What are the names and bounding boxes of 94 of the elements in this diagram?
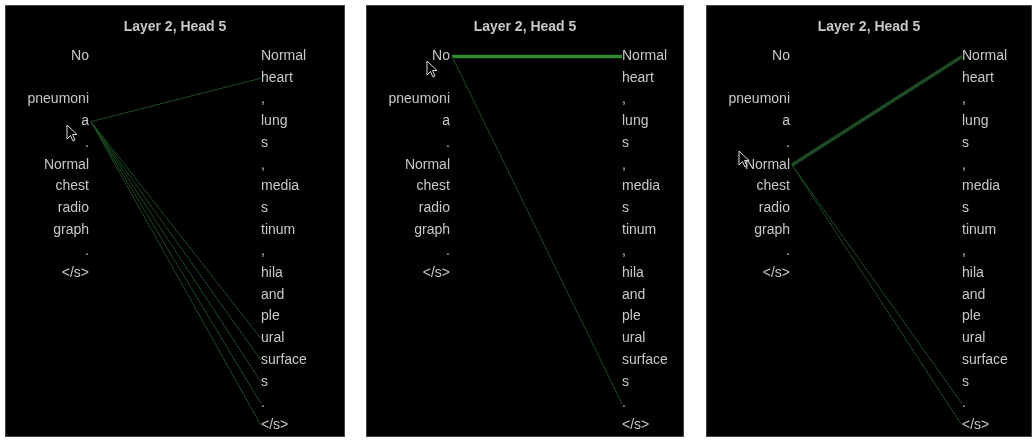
token-label: hila [261, 264, 283, 281]
token-label: </s> [61, 264, 89, 281]
token-label: , [261, 155, 265, 173]
token-label: </s> [261, 415, 289, 433]
token-label: . [261, 394, 265, 412]
token-label: s [261, 133, 268, 151]
token-label: . [85, 133, 89, 151]
token-label: radio [758, 198, 790, 216]
token-label: ural [962, 329, 986, 347]
token-label: radio [57, 198, 89, 216]
token-label: s [622, 133, 629, 151]
token-label: s [622, 372, 629, 390]
token-label: ural [261, 329, 285, 347]
token-label: Normal [622, 47, 668, 64]
token-label: . [786, 133, 790, 151]
token-label: graph [414, 220, 450, 238]
token-label: , [962, 242, 966, 260]
token-label: graph [53, 220, 89, 238]
token-label: radio [418, 198, 450, 216]
token-label: , [622, 90, 626, 108]
token-label: Normal [404, 155, 450, 173]
token-label: , [622, 242, 626, 260]
token-label: </s> [762, 264, 790, 281]
token-label: graph [754, 220, 790, 238]
token-label: media [962, 177, 1001, 195]
token-label: Normal [962, 47, 1008, 64]
token-label: . [622, 394, 626, 412]
token-label: tinum [261, 220, 296, 238]
panel-title: Layer 2, Head 5 [472, 18, 578, 34]
token-label: pneumoni [27, 90, 89, 108]
attention-panel [5, 5, 345, 437]
token-label: </s> [962, 415, 990, 433]
token-label: surface [261, 350, 307, 368]
token-label: , [622, 155, 626, 173]
token-label: media [261, 177, 300, 195]
token-label: s [261, 198, 268, 216]
panel-title: Layer 2, Head 5 [122, 18, 228, 34]
token-label: tinum [962, 220, 997, 238]
attention-line [791, 55, 963, 167]
token-label: s [962, 198, 969, 216]
token-label: and [622, 285, 646, 303]
token-label: No [71, 47, 89, 64]
token-label: pneumoni [728, 90, 790, 108]
token-label: s [962, 372, 969, 390]
token-label: chest [416, 177, 450, 195]
token-label: tinum [622, 220, 657, 238]
token-label: , [962, 90, 966, 108]
token-label: Normal [43, 155, 89, 173]
token-label: No [432, 47, 450, 64]
token-label: chest [55, 177, 89, 195]
token-label: lung [962, 112, 989, 130]
token-label: heart [962, 68, 994, 86]
token-label: s [622, 198, 629, 216]
attention-panel [366, 5, 684, 437]
token-label: a [782, 112, 790, 130]
token-label: No [772, 47, 790, 64]
token-label: chest [756, 177, 790, 195]
token-label: and [261, 285, 285, 303]
token-label: s [261, 372, 268, 390]
token-label: hila [622, 264, 644, 281]
token-label: heart [261, 68, 293, 86]
token-label: s [962, 133, 969, 151]
token-label: lung [261, 112, 288, 130]
token-label: Normal [744, 155, 790, 173]
token-label: ple [622, 307, 641, 325]
token-label: , [962, 155, 966, 173]
token-label: heart [622, 68, 654, 86]
token-label: . [85, 242, 89, 260]
token-label: . [786, 242, 790, 260]
token-label: . [446, 242, 450, 260]
token-label: . [962, 394, 966, 412]
attention-line [90, 77, 262, 123]
token-label: surface [962, 350, 1008, 368]
token-label: Normal [261, 47, 307, 64]
attention-line [452, 54, 622, 59]
attention-line [451, 56, 623, 405]
token-label: and [962, 285, 986, 303]
token-label: surface [622, 350, 668, 368]
panel-title: Layer 2, Head 5 [816, 18, 922, 34]
token-label: </s> [622, 415, 650, 433]
token-label: , [261, 242, 265, 260]
token-label: a [81, 112, 89, 130]
token-label: , [261, 90, 265, 108]
token-label: media [622, 177, 661, 195]
token-label: lung [622, 112, 649, 130]
token-label: . [446, 133, 450, 151]
token-label: hila [962, 264, 984, 281]
token-label: ple [261, 307, 280, 325]
token-label: ple [962, 307, 981, 325]
token-label: </s> [422, 264, 450, 281]
token-label: a [442, 112, 450, 130]
attention-panel [706, 5, 1032, 437]
token-label: pneumoni [388, 90, 450, 108]
token-label: ural [622, 329, 646, 347]
